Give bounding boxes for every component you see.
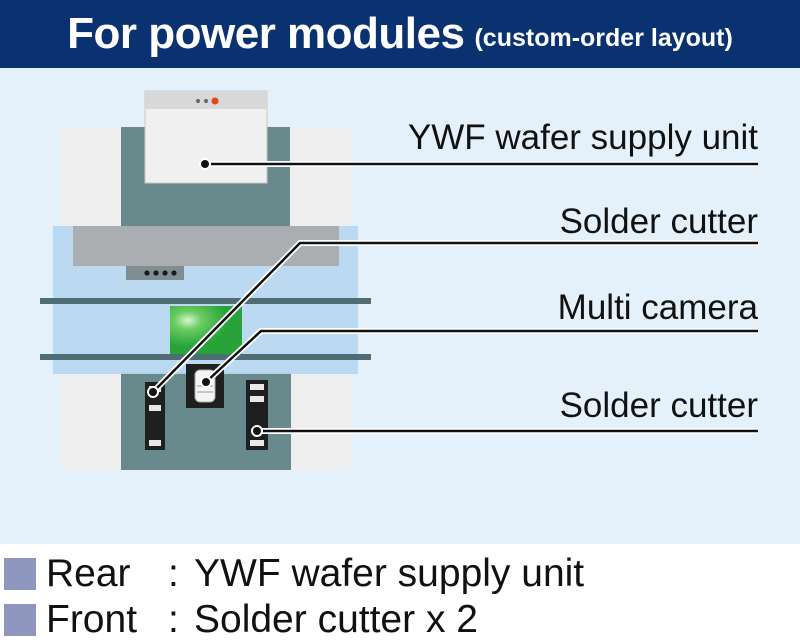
diagram-panel: YWF wafer supply unit Solder cutter Mult…: [0, 68, 800, 544]
cutter-slot: [149, 405, 161, 411]
callout-label-solder-cutter: Solder cutter: [559, 202, 758, 241]
callout-label-multi-camera: Multi camera: [557, 288, 758, 327]
solder-cutter-left: [145, 382, 165, 450]
connector-pin-icon: [162, 270, 168, 276]
legend-value: Solder cutter x 2: [194, 598, 478, 641]
leader-multi-camera: [205, 329, 758, 383]
legend-swatch: [4, 558, 36, 590]
callout-dot: [147, 386, 159, 398]
indicator-icon: [204, 99, 208, 103]
legend-separator: :: [168, 552, 179, 595]
legend-row-rear: Rear : YWF wafer supply unit: [4, 552, 584, 596]
status-lamp-icon: [211, 97, 219, 105]
page-subtitle: (custom-order layout): [474, 23, 733, 52]
callout-dot: [199, 158, 211, 170]
cutter-slot: [250, 396, 264, 402]
cutter-slot: [250, 440, 264, 446]
indicator-icon: [196, 99, 200, 103]
solder-cutter-right: [246, 380, 268, 450]
legend-key: Rear: [46, 552, 131, 595]
legend: Rear : YWF wafer supply unit Front : Sol…: [0, 544, 800, 642]
legend-row-front: Front : Solder cutter x 2: [4, 598, 478, 642]
legend-separator: :: [168, 598, 179, 641]
machine-diagram: [40, 90, 758, 470]
rail-upper: [40, 298, 371, 304]
cutter-slot: [250, 384, 264, 390]
callout-label-ywf: YWF wafer supply unit: [407, 118, 758, 157]
legend-value: YWF wafer supply unit: [194, 552, 585, 595]
connector-pin-icon: [144, 270, 150, 276]
connector-pin-icon: [171, 270, 177, 276]
page-title: For power modules: [67, 9, 465, 58]
callout-dot: [251, 425, 263, 437]
cutter-slot: [149, 440, 161, 446]
page-header: For power modules (custom-order layout): [0, 0, 800, 68]
callout-dot: [200, 376, 212, 388]
callout-label-solder-cutter: Solder cutter: [559, 386, 758, 425]
rail-lower: [40, 354, 371, 360]
leader-lines: [152, 162, 758, 433]
connector-pin-icon: [153, 270, 159, 276]
leader-solder-cutter-left: [152, 241, 758, 393]
legend-swatch: [4, 604, 36, 636]
legend-key: Front: [46, 598, 138, 641]
